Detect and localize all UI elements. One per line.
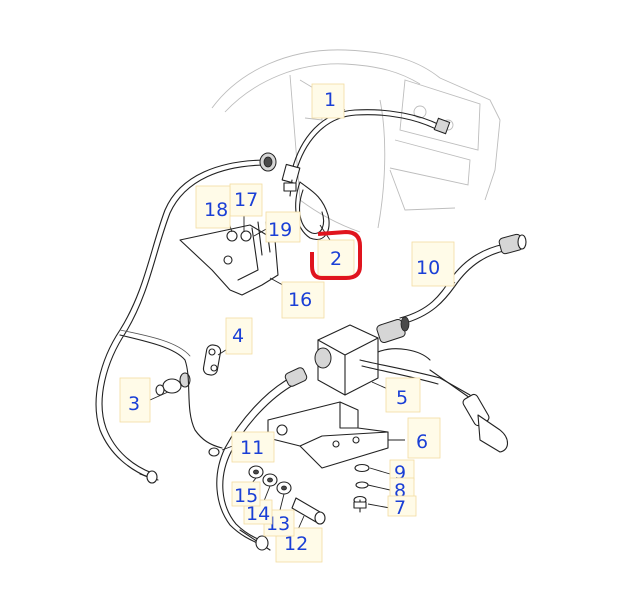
part-callout-4[interactable]: 4 <box>225 317 253 355</box>
part-label-3: 3 <box>128 393 140 415</box>
hotspot-1[interactable] <box>311 83 345 119</box>
part-label-6: 6 <box>416 431 428 453</box>
part-callout-11[interactable]: 11 <box>231 431 275 463</box>
part-label-10: 10 <box>416 257 440 279</box>
part-callout-10[interactable]: 10 <box>411 241 455 287</box>
washer-set <box>248 465 326 525</box>
lower-speedometer-cable <box>95 152 277 484</box>
hotspot-5[interactable] <box>385 377 421 413</box>
part-callout-17[interactable]: 17 <box>229 183 263 217</box>
hotspot-19[interactable] <box>265 211 301 243</box>
mounting-bracket <box>267 401 389 469</box>
link-plate <box>202 344 222 376</box>
selected-part-highlight <box>310 230 362 280</box>
hotspot-15[interactable] <box>231 481 261 507</box>
part-label-12: 12 <box>284 533 308 555</box>
part-label-7: 7 <box>394 497 406 519</box>
cable-sleeve <box>119 329 223 449</box>
hotspot-3[interactable] <box>119 377 151 423</box>
hotspot-6[interactable] <box>407 417 441 459</box>
part-callouts: 1 2 3 4 5 6 9 8 <box>119 83 455 563</box>
part-label-11: 11 <box>240 437 264 459</box>
part-label-17: 17 <box>234 189 258 211</box>
part-label-19: 19 <box>268 219 292 241</box>
part-callout-2[interactable]: 2 <box>310 230 362 280</box>
part-label-14: 14 <box>246 503 270 525</box>
part-label-15: 15 <box>234 485 258 507</box>
bracket-plate <box>179 221 279 296</box>
part-label-2: 2 <box>330 248 342 270</box>
right-cable <box>399 233 527 325</box>
part-label-4: 4 <box>232 325 244 347</box>
grommet <box>155 372 191 396</box>
hotspot-4[interactable] <box>225 317 253 355</box>
dashboard-background <box>211 49 501 233</box>
part-label-5: 5 <box>396 387 408 409</box>
part-callout-3[interactable]: 3 <box>119 377 151 423</box>
hotspot-11[interactable] <box>231 431 275 463</box>
hotspot-10[interactable] <box>411 241 455 287</box>
part-callout-18[interactable]: 18 <box>195 185 231 229</box>
part-label-1: 1 <box>324 89 336 111</box>
transducer-unit <box>314 316 509 453</box>
lower-cable <box>208 367 308 551</box>
upper-speedometer-cable <box>281 109 451 197</box>
part-callout-12[interactable]: 12 <box>275 527 323 563</box>
hotspot-16[interactable] <box>281 281 325 319</box>
part-callout-5[interactable]: 5 <box>385 377 421 413</box>
part-callout-19[interactable]: 19 <box>265 211 301 243</box>
part-callout-7[interactable]: 7 <box>387 495 417 519</box>
part-label-18: 18 <box>204 199 228 221</box>
part-label-16: 16 <box>288 289 312 311</box>
bolt-stack <box>353 463 370 513</box>
hotspot-17[interactable] <box>229 183 263 217</box>
part-callout-15[interactable]: 15 <box>231 481 261 507</box>
part-callout-16[interactable]: 16 <box>281 281 325 319</box>
hotspot-2[interactable] <box>317 239 355 277</box>
part-callout-1[interactable]: 1 <box>311 83 345 119</box>
hotspot-18[interactable] <box>195 185 231 229</box>
hotspot-7[interactable] <box>387 495 417 517</box>
part-callout-6[interactable]: 6 <box>407 417 441 459</box>
